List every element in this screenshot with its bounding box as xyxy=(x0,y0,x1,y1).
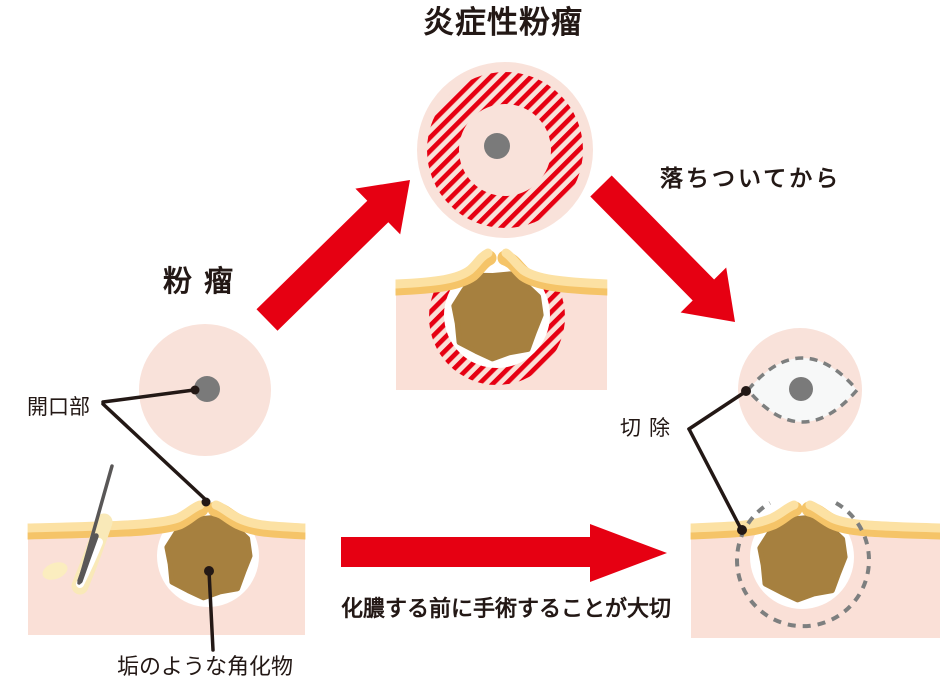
opening-dot xyxy=(789,377,813,401)
excision-label: 切除 xyxy=(620,417,678,440)
hair-root xyxy=(77,533,99,584)
hair-follicle xyxy=(42,464,114,595)
edge-mask xyxy=(607,250,620,395)
opening-label: 開口部 xyxy=(27,396,90,419)
arrow-to-inflamed xyxy=(256,180,410,331)
atheroma-top-view xyxy=(139,324,271,456)
opening-dot xyxy=(484,133,510,159)
arrow-early-surgery xyxy=(341,524,667,582)
edge-mask xyxy=(679,495,691,640)
keratin-label: 垢のような角化物 xyxy=(117,654,294,679)
arrow-after-calm xyxy=(590,175,735,322)
epidermis-light xyxy=(686,500,799,533)
inflamed-cyst-top-view xyxy=(417,62,593,238)
excision-dashed-circle xyxy=(735,501,871,629)
excision-top-view xyxy=(738,328,862,452)
opening-dot xyxy=(194,376,220,402)
pointer-line xyxy=(687,390,747,431)
pointer-line xyxy=(101,388,196,404)
inflamed-atheroma-label: 炎症性粉瘤 xyxy=(423,5,583,40)
epidermis-light xyxy=(23,500,205,533)
pointer-line xyxy=(207,569,215,652)
atheroma-cross-section xyxy=(20,464,313,635)
excision-cross-section xyxy=(683,500,940,638)
inflamed-cross-section xyxy=(388,248,615,390)
epidermis-light xyxy=(391,248,493,289)
epidermis-light xyxy=(805,500,940,533)
excision-pointer-lines xyxy=(687,386,751,535)
pointer-dot xyxy=(190,385,200,395)
edge-mask xyxy=(305,495,318,640)
pointer-line xyxy=(101,402,208,502)
pointer-dot xyxy=(201,497,211,507)
keratin-mass xyxy=(454,274,541,359)
epidermis-light xyxy=(501,248,612,289)
keratin-pointer-line xyxy=(204,566,215,652)
pointer-line xyxy=(687,427,743,531)
surgery-advice-label: 化膿する前に手術することが大切 xyxy=(341,596,672,621)
calm-down-label: 落ちついてから xyxy=(660,165,842,191)
pointer-dot xyxy=(741,386,751,396)
pointer-dot xyxy=(737,525,747,535)
pointer-dot xyxy=(204,566,214,576)
epidermis-light xyxy=(211,500,310,533)
edge-mask xyxy=(383,250,396,395)
opening-pointer-lines xyxy=(101,385,211,507)
atheroma-label: 粉 瘤 xyxy=(163,266,236,298)
sebaceous-gland xyxy=(42,562,68,580)
edge-mask xyxy=(16,495,28,640)
